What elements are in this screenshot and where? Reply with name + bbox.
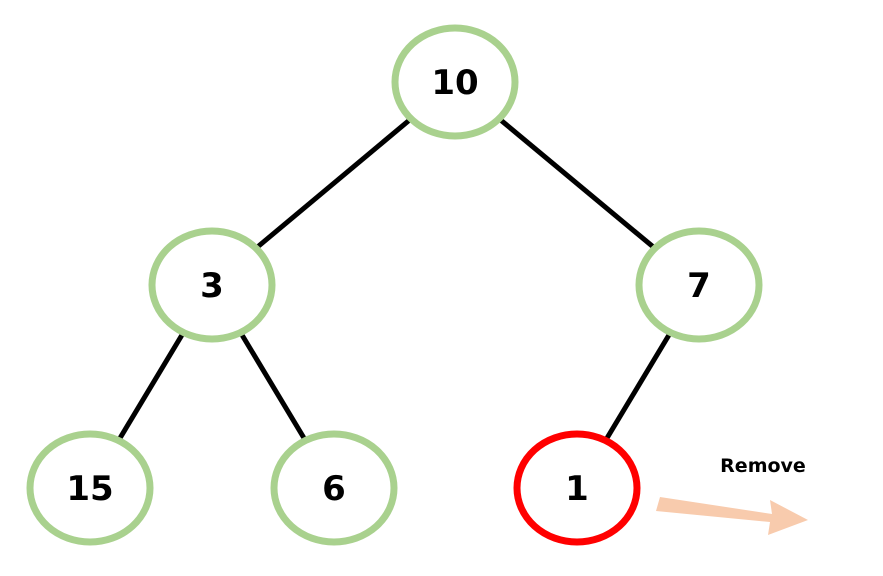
tree-node-15: 15 <box>26 430 154 546</box>
remove-label: Remove <box>720 455 806 477</box>
node-label: 6 <box>322 469 346 509</box>
edge-n10-n7 <box>497 116 657 251</box>
node-label: 10 <box>431 63 478 103</box>
nodes-layer: 10 3 7 15 6 1 <box>26 24 763 546</box>
node-label: 1 <box>565 469 589 509</box>
edge-n3-n6 <box>238 331 308 442</box>
edge-n7-n1 <box>603 331 673 442</box>
node-circle <box>26 430 154 546</box>
node-circle <box>391 24 519 140</box>
tree-node-6: 6 <box>270 430 398 546</box>
remove-annotation: Remove <box>656 455 808 535</box>
edges-layer <box>116 116 673 442</box>
tree-node-10: 10 <box>391 24 519 140</box>
arrow-right-icon <box>656 497 808 535</box>
highlighted-node-circle <box>513 430 641 546</box>
node-label: 15 <box>66 469 113 509</box>
node-circle <box>635 227 763 343</box>
node-circle <box>148 227 276 343</box>
edge-n3-n15 <box>116 331 186 442</box>
node-label: 7 <box>687 266 711 306</box>
edge-n10-n3 <box>254 116 413 251</box>
tree-node-1: 1 <box>513 430 641 546</box>
tree-node-7: 7 <box>635 227 763 343</box>
tree-node-3: 3 <box>148 227 276 343</box>
node-label: 3 <box>200 266 224 306</box>
node-circle <box>270 430 398 546</box>
